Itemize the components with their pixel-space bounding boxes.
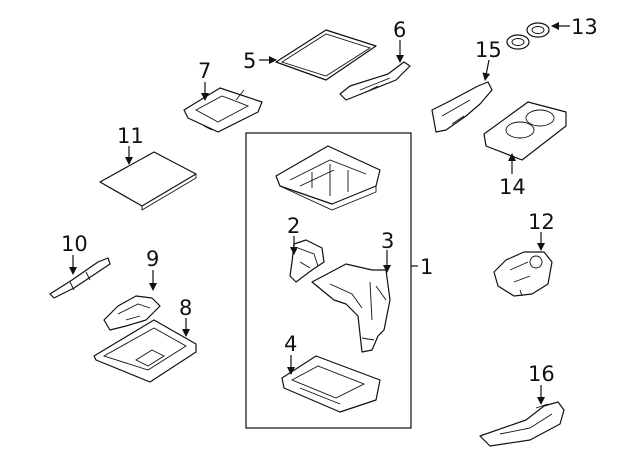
part-7-bracket-frame — [183, 87, 263, 133]
part-12-latch-mech — [493, 251, 553, 297]
callout-1: 1 — [420, 255, 433, 279]
part-4-lower-tray — [281, 355, 381, 413]
part-6-trim-strip — [339, 61, 411, 101]
part-13-ring-seals — [506, 22, 550, 50]
callout-8: 8 — [179, 296, 192, 320]
callout-15: 15 — [475, 38, 502, 62]
callout-6: 6 — [393, 18, 406, 42]
callout-12: 12 — [528, 210, 555, 234]
part-14-cup-holder — [483, 101, 567, 161]
callout-16: 16 — [528, 362, 555, 386]
part-15-bracket-arm — [431, 81, 493, 133]
part-3-mount-bracket — [311, 263, 391, 353]
part-8-bin — [93, 319, 197, 383]
callout-13: 13 — [571, 15, 598, 39]
callout-5: 5 — [243, 49, 256, 73]
callout-9: 9 — [146, 247, 159, 271]
callout-4: 4 — [284, 332, 297, 356]
assembly-group-box — [245, 132, 412, 429]
callout-2: 2 — [287, 214, 300, 238]
callout-14: 14 — [499, 175, 526, 199]
callout-10: 10 — [61, 232, 88, 256]
part-bracket-tray — [275, 145, 381, 211]
part-5-mat — [275, 29, 377, 81]
part-9-latch — [103, 295, 161, 331]
callout-3: 3 — [381, 229, 394, 253]
part-2-bracket — [289, 239, 325, 283]
leader-line-15 — [482, 59, 491, 81]
part-10-hinge-rod — [49, 257, 111, 299]
part-11-panel — [99, 151, 197, 211]
callout-11: 11 — [117, 124, 144, 148]
callout-7: 7 — [198, 59, 211, 83]
part-16-handle — [479, 401, 565, 447]
